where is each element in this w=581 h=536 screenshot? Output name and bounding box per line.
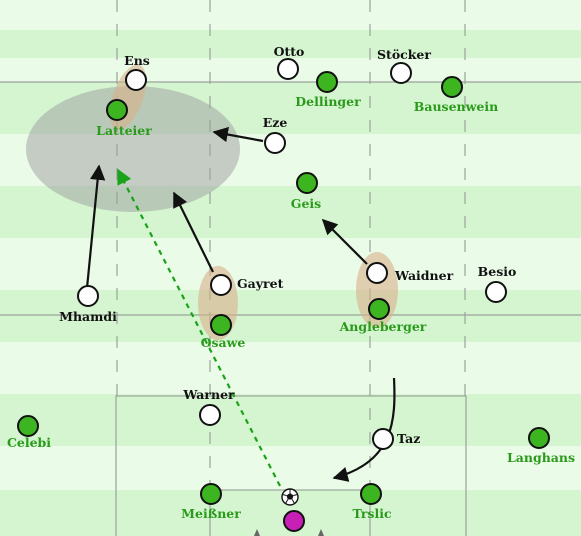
player-meissner — [200, 483, 222, 505]
label-osawe: Osawe — [201, 335, 246, 350]
label-eze: Eze — [263, 115, 288, 130]
player-eze — [264, 132, 286, 154]
label-langhans: Langhans — [507, 450, 575, 465]
player-ens — [125, 69, 147, 91]
label-mhamdi: Mhamdi — [59, 309, 117, 324]
label-otto: Otto — [274, 44, 305, 59]
player-waidner — [366, 262, 388, 284]
player-gayret — [210, 274, 232, 296]
soccer-ball-icon — [281, 488, 299, 506]
player-warner — [199, 404, 221, 426]
player-bausenwein — [441, 76, 463, 98]
white-team — [77, 58, 507, 450]
player-osawe — [210, 314, 232, 336]
player-besio — [485, 281, 507, 303]
player-langhans — [528, 427, 550, 449]
run-arrow-waidner — [321, 218, 368, 265]
player-angleberger — [368, 298, 390, 320]
label-meissner: Meißner — [181, 506, 241, 521]
label-ens: Ens — [124, 53, 150, 68]
player-latteier — [106, 99, 128, 121]
run-arrow-mhamdi — [85, 164, 106, 289]
player-mhamdi — [77, 285, 99, 307]
label-warner: Warner — [182, 387, 235, 402]
green-team-labels: Latteier Dellinger Bausenwein Geis Osawe… — [7, 94, 575, 521]
player-geis — [296, 172, 318, 194]
label-latteier: Latteier — [96, 123, 152, 138]
label-dellinger: Dellinger — [295, 94, 361, 109]
overload-zone — [26, 86, 240, 212]
label-taz: Taz — [397, 431, 420, 446]
label-stoecker: Stöcker — [377, 47, 431, 62]
run-arrow-gayret — [173, 191, 214, 273]
label-waidner: Waidner — [394, 268, 454, 283]
player-goalkeeper — [283, 510, 305, 532]
player-celebi — [17, 415, 39, 437]
label-angleberger: Angleberger — [339, 319, 427, 334]
label-trslic: Trslic — [352, 506, 392, 521]
label-gayret: Gayret — [237, 276, 284, 291]
player-taz — [372, 428, 394, 450]
player-otto — [277, 58, 299, 80]
goal-posts — [254, 529, 324, 536]
run-arrow-eze — [212, 126, 264, 143]
label-celebi: Celebi — [7, 435, 51, 450]
player-dellinger — [316, 71, 338, 93]
green-team — [17, 71, 550, 505]
label-geis: Geis — [291, 196, 321, 211]
label-bausenwein: Bausenwein — [414, 99, 498, 114]
player-trslic — [360, 483, 382, 505]
player-stoecker — [390, 62, 412, 84]
white-team-labels: Ens Otto Stöcker Eze Gayret Waidner Besi… — [59, 44, 516, 446]
label-besio: Besio — [478, 264, 517, 279]
